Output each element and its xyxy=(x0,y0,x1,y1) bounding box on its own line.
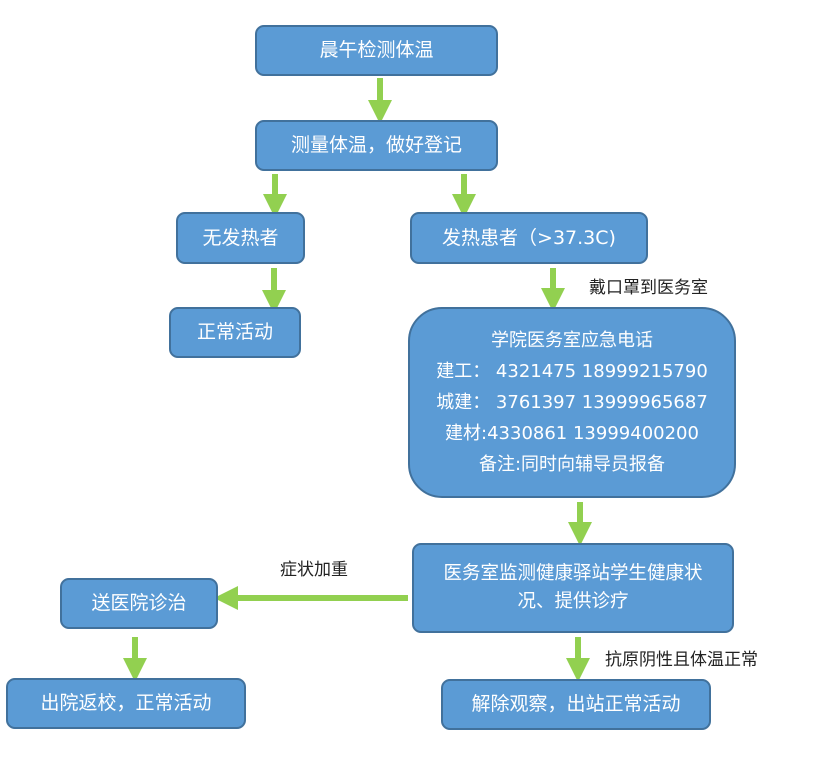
node-measure-register: 测量体温，做好登记 xyxy=(255,120,498,171)
node-fever-patient: 发热患者（>37.3C) xyxy=(410,212,648,264)
label-symptoms-worsen: 症状加重 xyxy=(280,560,348,580)
node-no-fever: 无发热者 xyxy=(176,212,305,264)
node-monitor: 医务室监测健康驿站学生健康状况、提供诊疗 xyxy=(412,543,734,633)
contact-note: 备注:同时向辅导员报备 xyxy=(478,454,666,475)
label-antigen-negative: 抗原阴性且体温正常 xyxy=(605,650,758,670)
label-mask-to-clinic: 戴口罩到医务室 xyxy=(589,278,708,298)
node-morning-check: 晨午检测体温 xyxy=(255,25,498,76)
node-normal-activity: 正常活动 xyxy=(169,307,301,358)
contact-line: 建工： 4321475 18999215790 xyxy=(436,361,708,382)
node-send-hospital: 送医院诊治 xyxy=(60,578,218,629)
contact-line: 城建： 3761397 13999965687 xyxy=(436,392,708,413)
contact-line: 建材:4330861 13999400200 xyxy=(445,423,699,444)
node-emergency-contacts: 学院医务室应急电话 建工： 4321475 18999215790 城建： 37… xyxy=(408,307,736,498)
node-release-observation: 解除观察，出站正常活动 xyxy=(441,679,711,730)
node-discharge-return: 出院返校，正常活动 xyxy=(6,678,246,729)
contacts-title: 学院医务室应急电话 xyxy=(491,330,653,351)
